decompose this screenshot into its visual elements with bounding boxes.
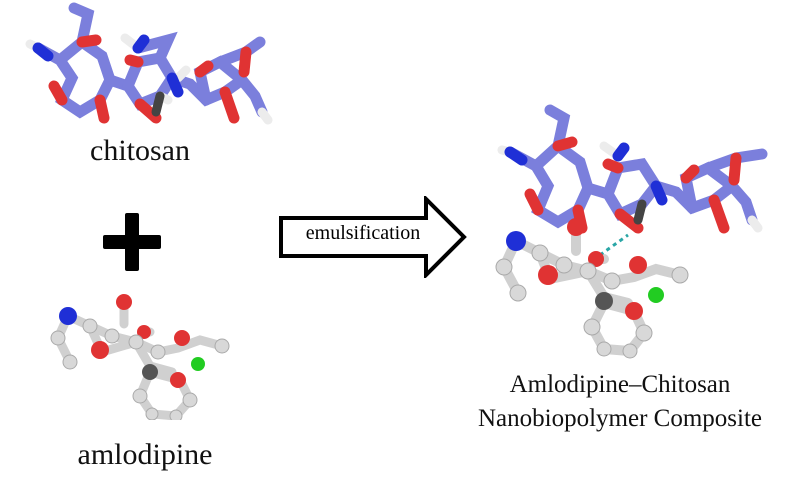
amlodipine-molecule [50, 294, 230, 420]
hydrogen-bond [599, 233, 629, 257]
composite-amlodipine-molecule [495, 218, 689, 359]
product-label: Amlodipine–Chitosan Nanobiopolymer Compo… [450, 368, 790, 436]
composite-atoms [495, 218, 689, 359]
product-label-line1: Amlodipine–Chitosan [509, 371, 731, 398]
chitosan-molecule [25, 2, 273, 125]
product-label-line2: Nanobiopolymer Composite [478, 405, 762, 432]
amlodipine-label: amlodipine [77, 438, 213, 471]
plus-icon [103, 213, 161, 271]
chitosan-label: chitosan [90, 134, 190, 167]
block-arrow-right-icon [279, 196, 467, 278]
arrow-label: emulsification [305, 222, 421, 244]
atoms [50, 294, 230, 420]
